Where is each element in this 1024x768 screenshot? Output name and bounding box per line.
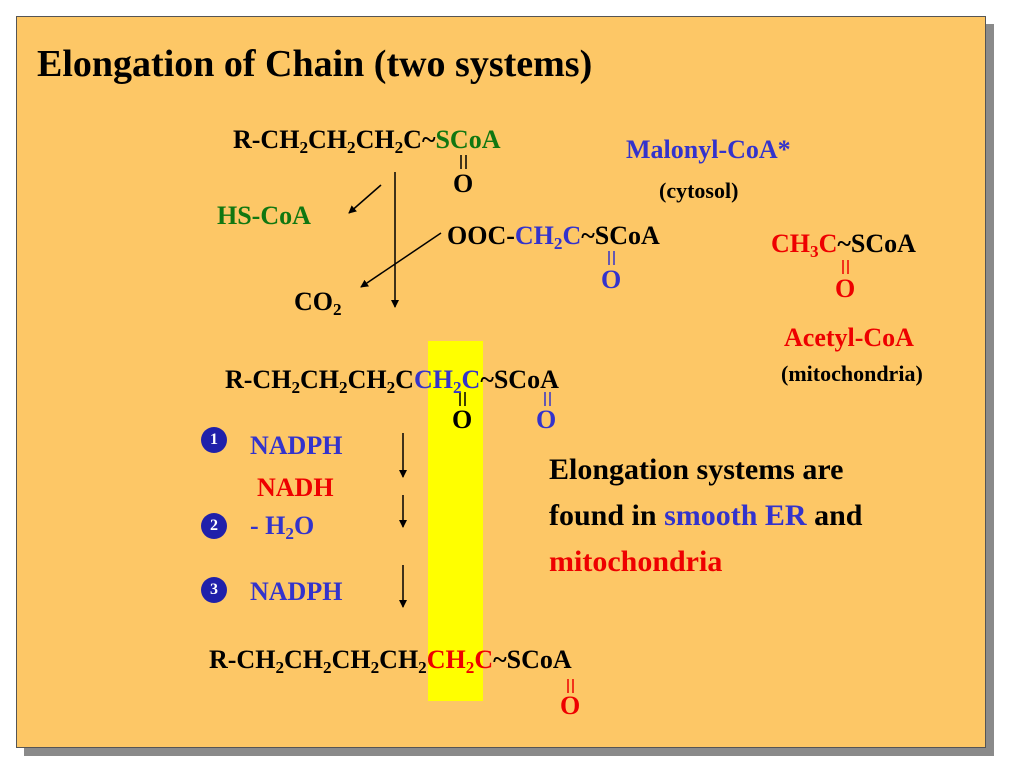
step-2-badge: 2	[201, 513, 227, 539]
slide: Elongation of Chain (two systems) R-CH2C…	[16, 16, 986, 748]
malonyl-coa-label: Malonyl-CoA*	[626, 135, 791, 164]
step-1-label: NADPH	[250, 431, 343, 460]
formula-elongated-acyl-coa: R-CH2CH2CH2CH2CH2C~SCoA	[209, 645, 572, 678]
double-bond-3	[567, 679, 574, 693]
formula-beta-ketoacyl-oxygen-2: O	[536, 405, 557, 434]
acetyl-location: (mitochondria)	[781, 361, 923, 386]
malonyl-location: (cytosol)	[659, 178, 739, 203]
step-3-badge: 3	[201, 577, 227, 603]
formula-beta-ketoacyl-oxygen-1: O	[452, 405, 473, 434]
page-title: Elongation of Chain (two systems)	[37, 43, 593, 85]
step-1-alt-label: NADH	[257, 473, 334, 502]
hs-coa-label: HS-CoA	[217, 201, 311, 230]
formula-acyl-coa-oxygen: O	[453, 169, 474, 198]
formula-malonyl-coa: OOC-CH2C~SCoA	[447, 221, 660, 254]
formula-acyl-coa: R-CH2CH2CH2C~SCoA	[233, 125, 501, 158]
co2-label: CO2	[294, 287, 342, 320]
arrows-layer	[348, 155, 849, 693]
arrow-co2	[360, 232, 442, 288]
arrow-hscoa	[348, 184, 382, 214]
note-line-2: found in smooth ER and	[549, 499, 863, 532]
step-2-label: - H2O	[250, 511, 315, 544]
note-line-1: Elongation systems are	[549, 453, 844, 486]
step-3-label: NADPH	[250, 577, 343, 606]
acetyl-coa-label: Acetyl-CoA	[784, 323, 914, 352]
formula-malonyl-oxygen: O	[601, 265, 622, 294]
double-bond-1	[460, 155, 467, 169]
formula-acetyl-oxygen: O	[835, 274, 856, 303]
step-1-badge: 1	[201, 427, 227, 453]
formula-acetyl-coa: CH3C~SCoA	[771, 229, 916, 262]
double-bond-malonyl	[608, 251, 615, 265]
double-bond-acetyl	[842, 260, 849, 274]
formula-beta-ketoacyl: R-CH2CH2CH2CCH2C~SCoA	[225, 365, 559, 398]
note-line-3: mitochondria	[549, 545, 723, 578]
double-bond-2b	[544, 392, 551, 406]
formula-elongated-oxygen: O	[560, 691, 581, 720]
highlight-bar	[428, 341, 483, 701]
double-bond-2a	[459, 392, 466, 406]
